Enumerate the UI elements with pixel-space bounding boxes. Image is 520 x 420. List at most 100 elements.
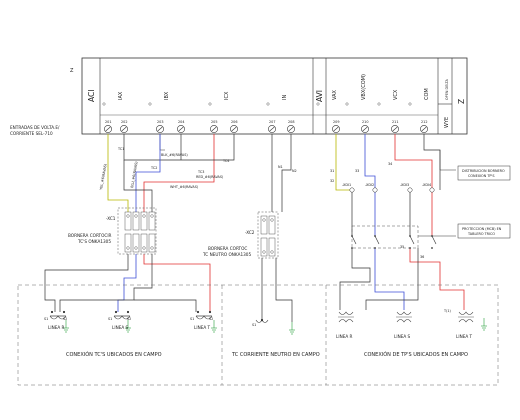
vt-mcb-outline (351, 225, 419, 249)
neutral-cell-screw-top-1 (262, 218, 266, 222)
ct-r-s2: S2 (63, 317, 67, 321)
channel-label-3: ICX (224, 91, 230, 100)
vt-terminal-tag-3: -XDI3 (400, 183, 409, 187)
relay-inputs-label-line2: CORRIENTE SEL-710 (10, 131, 53, 136)
wire-vt-t-field (409, 248, 465, 310)
vt-terminal-screw-2 (372, 187, 378, 193)
terminal-number-205: 205 (211, 120, 217, 124)
terminal-screw-212 (420, 125, 428, 133)
ct-cell-top-3 (140, 211, 148, 231)
ct-s-label: LINEA S (112, 325, 129, 330)
ct-t-dot-1 (196, 310, 200, 314)
vt-terminal-tag-4: -XDI4 (422, 183, 431, 187)
wire-note-distribution (439, 150, 456, 171)
relay-avi-label: AVI (315, 90, 324, 102)
ct-r-coil (49, 315, 67, 320)
mcb-node-top-3 (409, 235, 411, 237)
vt-r-primary (338, 311, 354, 315)
wire-labels: YEL_#6(RAVAS)BLU_#6(RAVAS)TC1TC2TC3TC4BL… (99, 147, 424, 259)
wire-label-16: 35 (400, 245, 404, 249)
neutral-block-outline (257, 211, 279, 259)
mcb-contact-1 (351, 235, 357, 245)
screw-slot-207 (269, 126, 275, 132)
channel-marker-2 (148, 102, 152, 106)
neutral-cell-bottom-2 (268, 237, 276, 257)
ct-s-dot-1 (114, 310, 118, 314)
terminal-screw-210 (361, 125, 369, 133)
ct-neutral-dot (260, 318, 264, 322)
ct-cell-screw-top-3 (142, 214, 146, 218)
ct-cell-top-2 (132, 211, 140, 231)
ct-cell-bottom-4 (148, 233, 156, 253)
ct-cell-bottom-2 (132, 233, 140, 253)
terminal-screw-211 (391, 125, 399, 133)
ct-shorting-block: -XC1 BORNERA CORTOCIR TC'S ONKA1305 (68, 207, 157, 255)
ground-ct-r (63, 320, 69, 333)
wire-iax-in (107, 134, 129, 212)
neutral-cell-top-2 (268, 215, 276, 235)
ct-block-label-line2: TC'S ONKA1305 (77, 239, 111, 244)
mcb-contact-3 (409, 235, 415, 245)
channel-marker-6 (345, 102, 349, 106)
wire-label-11: N2 (292, 169, 297, 173)
vt-r-device: LINEA R (336, 311, 354, 339)
vt-terminal-tag-1: -XDI1 (342, 183, 351, 187)
terminal-number-203: 203 (157, 120, 163, 124)
wire-label-7: BLK_#6(RAVAS) (161, 153, 188, 157)
neutral-cell-bottom-1 (260, 237, 268, 257)
mcb-node-top-1 (351, 235, 353, 237)
vt-s-label: LINEA S (394, 334, 411, 339)
screw-slot-210 (362, 126, 368, 132)
channel-marker-4 (266, 102, 270, 106)
vt-s-secondary (396, 319, 412, 323)
vt-t-device: LINEA T (456, 311, 474, 339)
ct-t-s1: S1 (190, 317, 194, 321)
vt-r-secondary (338, 319, 354, 323)
ct-neutral-s1: S1 (252, 323, 256, 327)
mcb-node-top-4 (431, 235, 433, 237)
vt-r-label: LINEA R (336, 334, 353, 339)
channel-label-4: IN (282, 95, 288, 100)
ct-r-label: LINEA R (48, 325, 65, 330)
vt-s-primary (396, 311, 412, 315)
vt-terminal-screw-3 (407, 187, 413, 193)
ct-s-s2: S2 (127, 317, 131, 321)
wire-vbx (364, 134, 376, 190)
ct-t-coil (195, 315, 213, 320)
channel-label-5: VAX (332, 89, 338, 100)
terminal-screw-206 (230, 125, 238, 133)
terminal-screw-201 (104, 125, 112, 133)
neutral-cell-screw-bottom-1 (262, 250, 266, 254)
channel-label-6: VBX(COM) (361, 74, 367, 100)
channel-marker-7 (377, 102, 381, 106)
ct-cell-bottom-3 (140, 233, 148, 253)
ct-cell-screw-bottom-2 (134, 246, 138, 250)
terminal-number-204: 204 (178, 120, 184, 124)
terminal-screw-202 (120, 125, 128, 133)
vt-t-label: LINEA T (456, 334, 473, 339)
ct-block-cells (124, 211, 156, 253)
mcb-node-top-2 (374, 235, 376, 237)
relay-prefix: Z (70, 68, 74, 74)
screw-slot-211 (392, 126, 398, 132)
neutral-cell-screw-bottom-2 (270, 250, 274, 254)
channel-label-1: IAX (118, 91, 124, 100)
mcb-node-bottom-1 (351, 247, 353, 249)
ct-s-coil (113, 315, 131, 320)
terminal-number-202: 202 (121, 120, 127, 124)
neutral-cell-top-1 (260, 215, 268, 235)
wire-vax (335, 134, 352, 191)
terminal-screw-203 (156, 125, 164, 133)
neutral-block-label-line1: BORNERA CORTOC (208, 246, 247, 251)
neutral-cell-screw-top-2 (270, 218, 274, 222)
terminal-screw-205 (210, 125, 218, 133)
ground-vt (481, 318, 487, 331)
caption-vt: CONEXIÓN DE TP'S UBICADOS EN CAMPO (364, 351, 468, 358)
field-areas (17, 284, 499, 386)
channel-label-2: IBX (164, 91, 170, 100)
ct-cell-screw-top-1 (126, 214, 130, 218)
